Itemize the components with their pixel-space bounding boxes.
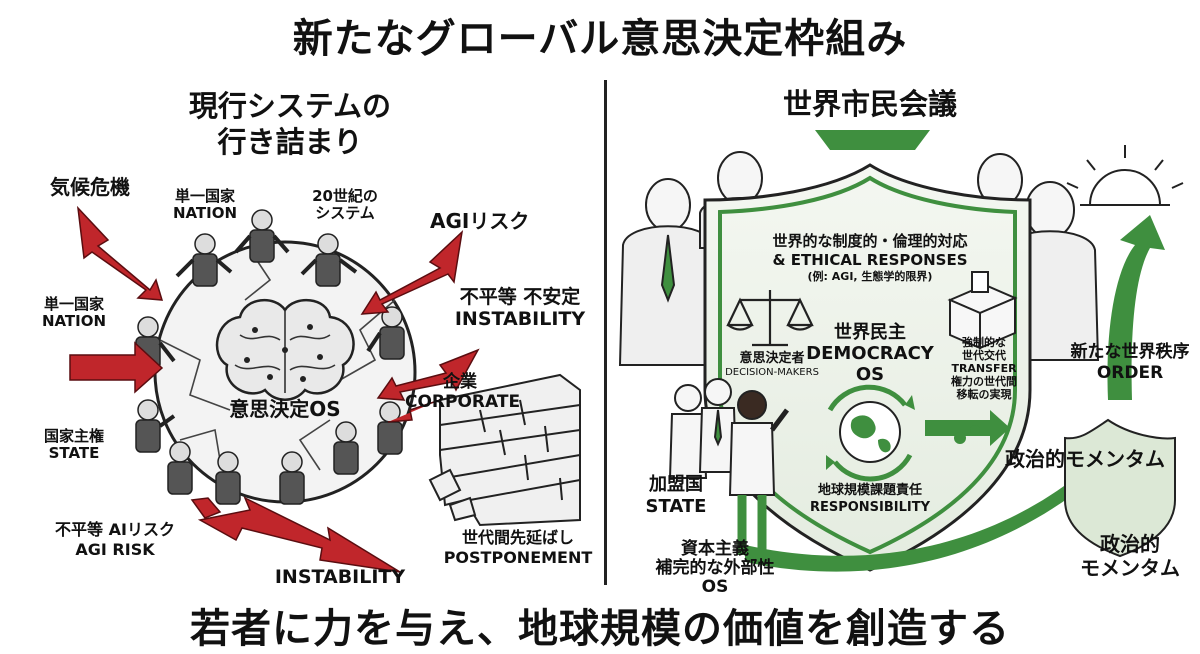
- label-postponement-en: POSTPONEMENT: [443, 548, 593, 567]
- label-momentum-2b: モメンタム: [1080, 556, 1180, 580]
- label-postponement: 世代間先延ばし POSTPONEMENT: [438, 528, 598, 568]
- label-new-order-en: ORDER: [1096, 363, 1164, 383]
- label-ai-risk-en: AGI RISK: [75, 540, 155, 559]
- label-new-order: 新たな世界秩序 ORDER: [1060, 342, 1200, 384]
- label-momentum-2: 政治的 モメンタム: [1065, 532, 1195, 580]
- shield-decision-makers: 意思決定者 DECISION-MAKERS: [722, 350, 822, 379]
- shield-decision-jp: 意思決定者: [739, 351, 805, 366]
- shield-transfer-3: TRANSFER: [951, 362, 1017, 375]
- globe-icon: [826, 384, 915, 482]
- crumbling-wall: [428, 373, 581, 527]
- red-crisis-arrows: [69, 205, 480, 573]
- shield-transfer-5: 移転の実現: [956, 388, 1012, 401]
- label-ai-risk-jp: 不平等 AIリスク: [55, 520, 175, 539]
- climate-arrow: [76, 205, 164, 301]
- page-title: 新たなグローバル意思決定枠組み: [292, 16, 908, 62]
- label-member-jp: 加盟国: [649, 474, 703, 495]
- label-member-state: 加盟国 STATE: [636, 474, 716, 518]
- page-footer: 若者に力を与え、地球規模の価値を創造する: [190, 606, 1010, 652]
- label-century-line1: 20世紀の: [312, 187, 378, 205]
- label-corporate: 企業 CORPORATE: [405, 372, 521, 412]
- agi-arrow: [360, 229, 464, 315]
- label-nation-top-jp: 単一国家: [174, 187, 235, 205]
- shield-top-sub: (例: AGI, 生態学的限界): [807, 270, 933, 283]
- left-heading-line1: 現行システムの: [188, 89, 392, 123]
- label-ai-risk: 不平等 AIリスク AGI RISK: [40, 520, 190, 560]
- label-postponement-jp: 世代間先延ばし: [461, 528, 574, 547]
- shield-top-text: 世界的な制度的・倫理的対応 & ETHICAL RESPONSES (例: AG…: [735, 232, 1005, 284]
- ballot-box-icon: [947, 271, 1018, 350]
- label-century: 20世紀の システム: [295, 188, 395, 222]
- label-momentum-2a: 政治的: [1100, 532, 1160, 556]
- transfer-arrow: [925, 410, 1010, 446]
- label-nation-left-en: NATION: [41, 312, 107, 330]
- core-label: 意思決定OS: [229, 397, 341, 421]
- transfer-dots: [954, 425, 980, 444]
- label-inequality-en: INSTABILITY: [454, 308, 586, 330]
- shield-top-en: & ETHICAL RESPONSES: [772, 251, 968, 269]
- shield-top-jp: 世界的な制度的・倫理的対応: [772, 232, 968, 250]
- pulling-people: [135, 209, 405, 505]
- label-agi-risk: AGIリスク: [430, 209, 530, 233]
- small-shield: [1064, 418, 1176, 558]
- shield-democracy: 世界民主 DEMOCRACY OS: [800, 322, 940, 385]
- label-corporate-en: CORPORATE: [405, 392, 521, 412]
- bottom-left-arrow: [190, 497, 222, 519]
- bottom-arrow: [197, 496, 401, 573]
- shield-resp-jp: 地球規模課題責任: [817, 483, 922, 498]
- label-capitalism: 資本主義 補完的な外部性 OS: [640, 540, 790, 597]
- label-instability-bottom: INSTABILITY: [274, 566, 406, 588]
- label-inequality: 不平等 不安定 INSTABILITY: [440, 286, 600, 330]
- left-heading: 現行システムの 行き詰まり: [160, 88, 420, 160]
- scales-icon: [726, 290, 814, 347]
- label-inequality-jp: 不平等 不安定: [459, 286, 581, 308]
- shield-decision-en: DECISION-MAKERS: [725, 367, 819, 378]
- label-climate: 気候危機: [50, 175, 130, 199]
- center-divider: [604, 80, 607, 585]
- shield-resp-en: RESPONSIBILITY: [809, 500, 931, 515]
- corporate-arrow: [387, 399, 441, 423]
- label-nation-left: 単一国家 NATION: [14, 296, 134, 330]
- label-member-en: STATE: [645, 496, 707, 517]
- label-state-en: STATE: [48, 444, 100, 462]
- nation-left-arrow: [69, 341, 164, 394]
- label-state-jp: 国家主権: [43, 427, 104, 445]
- left-heading-line2: 行き詰まり: [217, 125, 363, 159]
- label-corporate-jp: 企業: [443, 372, 477, 392]
- heading-banner: [815, 130, 930, 150]
- label-capital-3: OS: [701, 577, 729, 597]
- shield-transfer-2: 世代交代: [962, 349, 1006, 362]
- shield-transfer-4: 権力の世代間: [951, 375, 1017, 388]
- shield-inner-border: [718, 175, 1017, 555]
- shield-responsibility: 地球規模課題責任 RESPONSIBILITY: [800, 482, 940, 516]
- brain-icon: [215, 298, 355, 401]
- label-capital-1: 資本主義: [681, 539, 749, 559]
- inequality-arrow: [376, 348, 480, 401]
- label-century-line2: システム: [315, 204, 375, 222]
- label-nation-left-jp: 単一国家: [43, 295, 104, 313]
- label-capital-2: 補完的な外部性: [655, 558, 775, 578]
- sun-icon: [1066, 145, 1184, 206]
- label-nation-top: 単一国家 NATION: [150, 188, 260, 222]
- momentum-arrows: [745, 215, 1165, 572]
- shield-demo-os: OS: [855, 364, 885, 385]
- shield-demo-en: DEMOCRACY: [806, 343, 934, 364]
- label-new-order-jp: 新たな世界秩序: [1070, 342, 1190, 362]
- shield-transfer-1: 強制的な: [962, 336, 1006, 349]
- young-figures: [668, 378, 789, 555]
- shield-demo-jp: 世界民主: [834, 322, 906, 343]
- label-nation-top-en: NATION: [172, 204, 238, 222]
- label-momentum-1: 政治的モメンタム: [1005, 447, 1165, 471]
- shield-transfer: 強制的な 世代交代 TRANSFER 権力の世代間 移転の実現: [942, 336, 1026, 401]
- label-state: 国家主権 STATE: [24, 428, 124, 462]
- right-heading: 世界市民会議: [782, 87, 957, 121]
